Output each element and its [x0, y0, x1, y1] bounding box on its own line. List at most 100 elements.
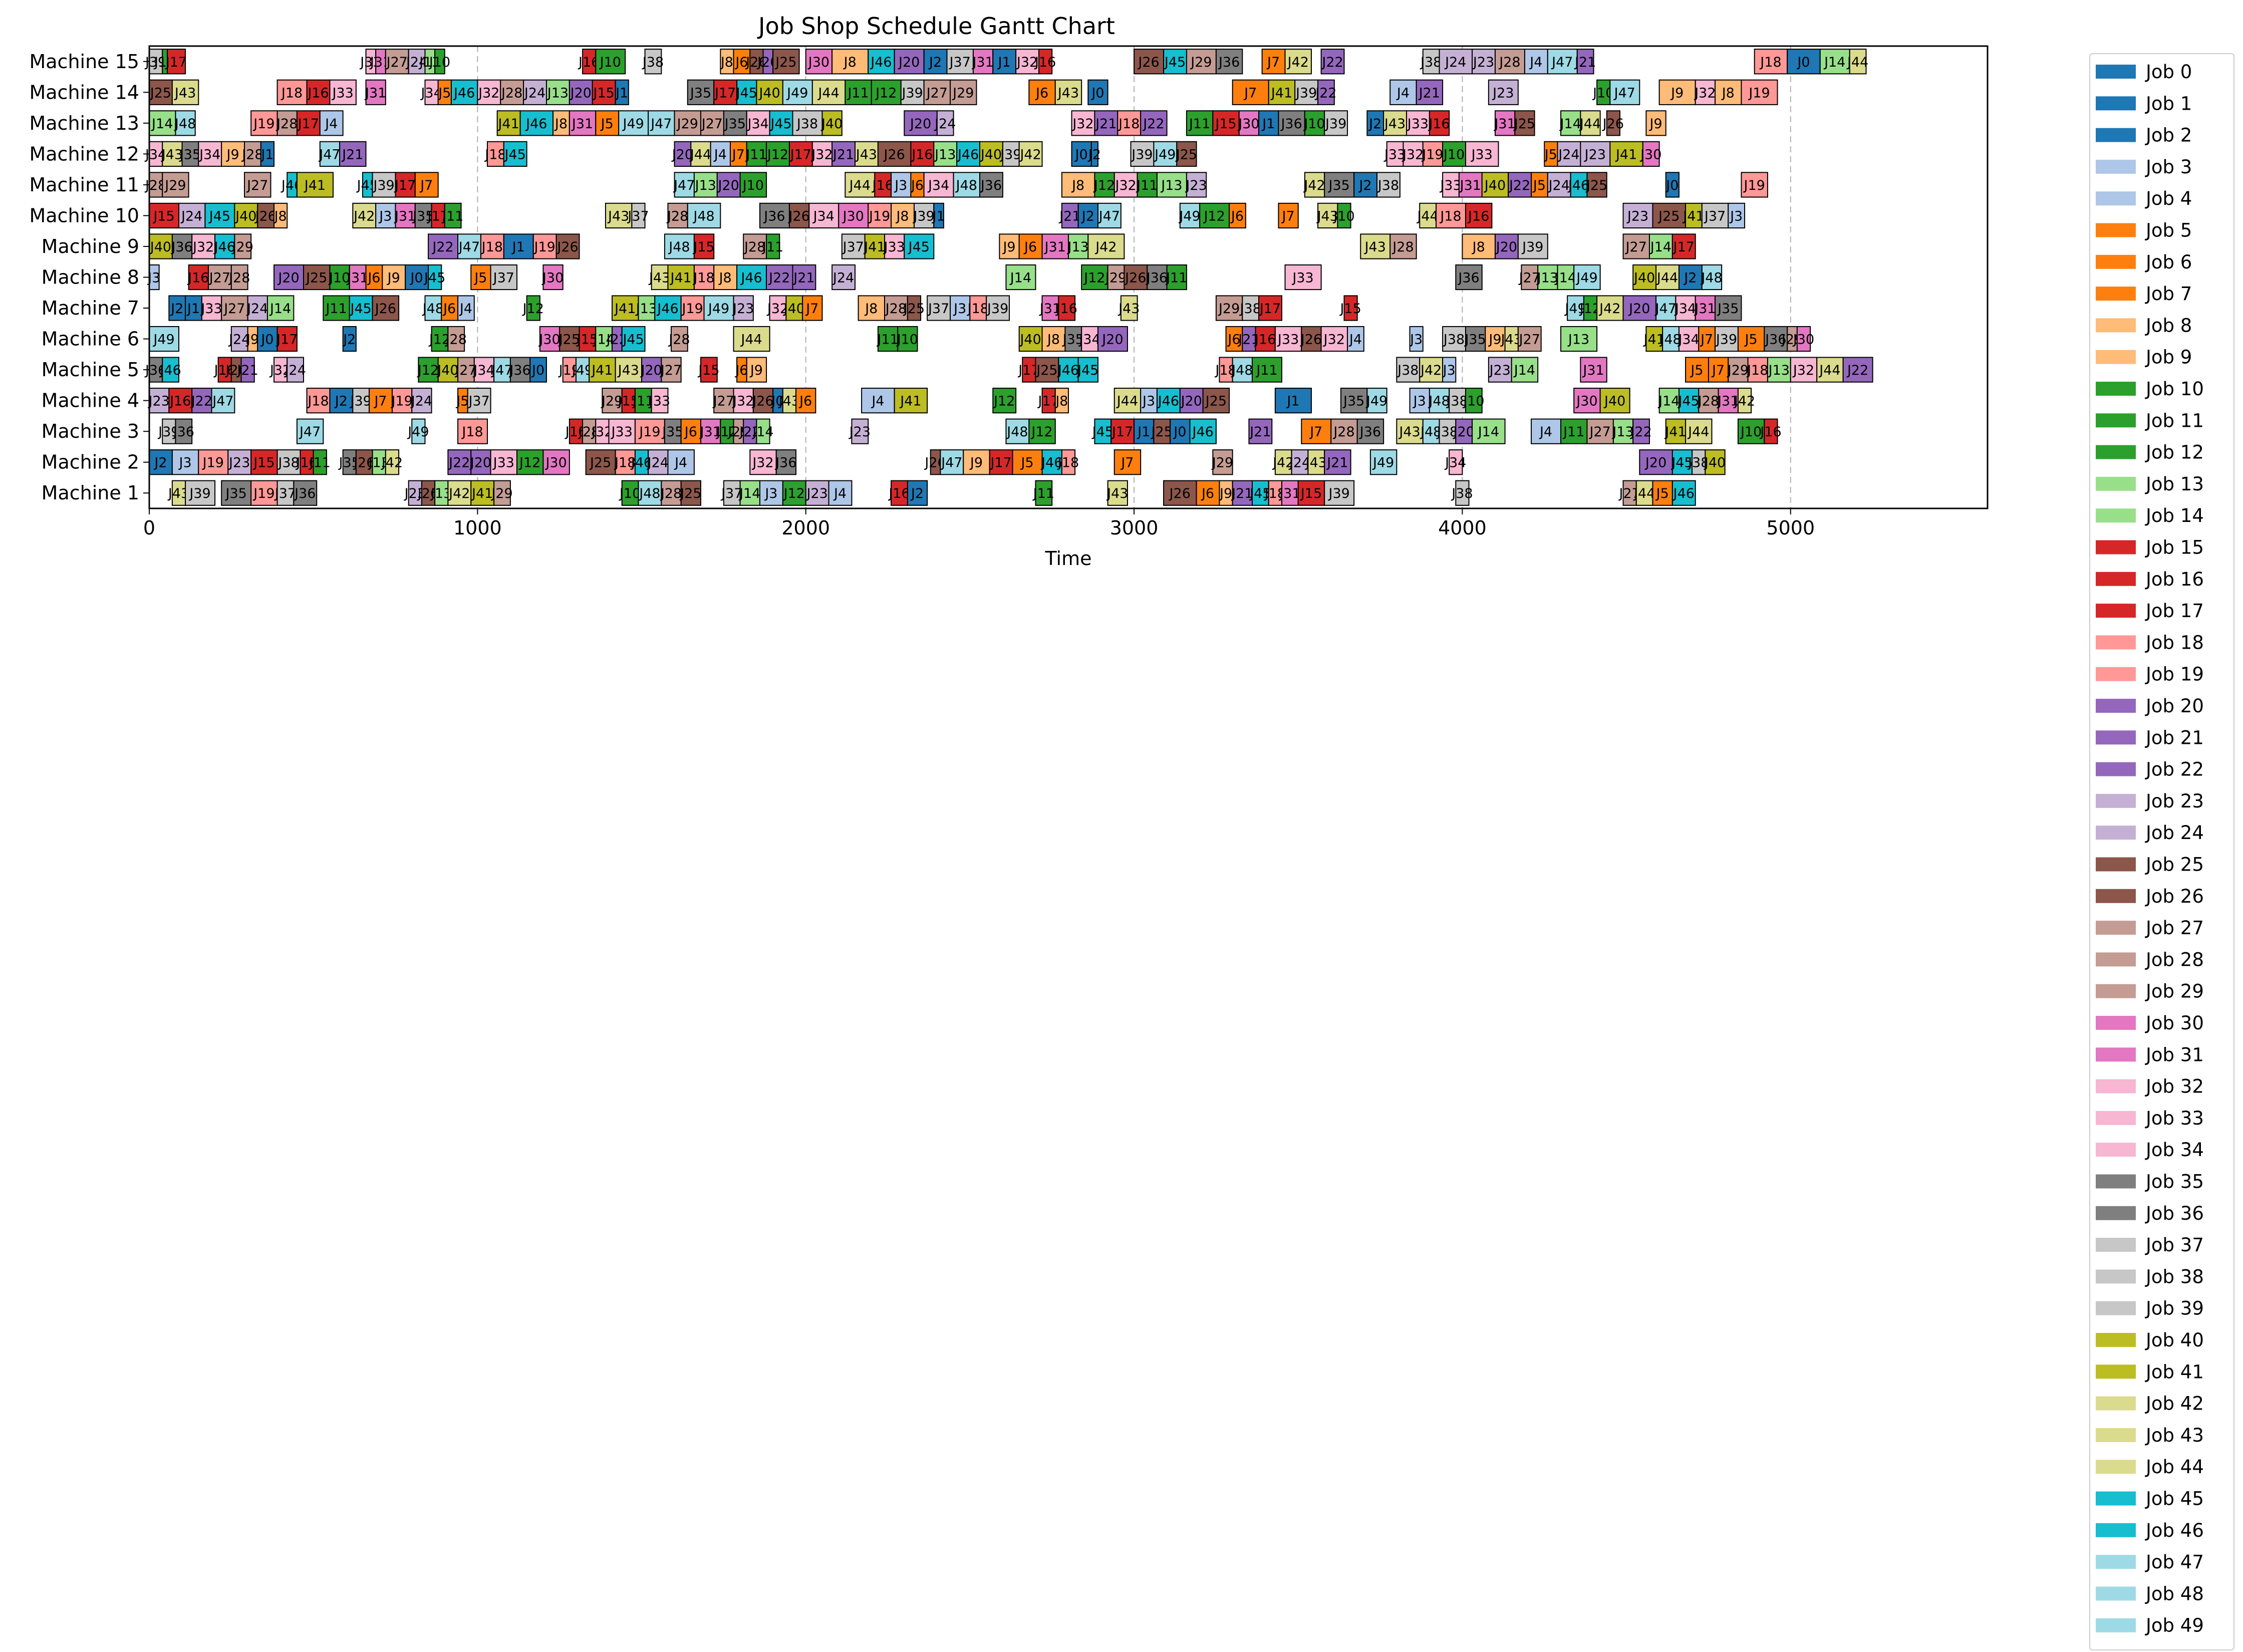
task-label: J26	[353, 455, 375, 471]
task-label: J31	[1278, 486, 1300, 501]
task-label: J40	[436, 363, 458, 378]
task-label: J45	[1677, 394, 1699, 409]
task-bar	[1645, 326, 1663, 352]
task-label: J28	[666, 208, 688, 224]
task-label: J48	[638, 486, 660, 501]
task-label: J24	[832, 270, 854, 286]
task-label: J0	[770, 394, 784, 409]
legend-label: Job 8	[2145, 315, 2192, 336]
task-bar	[868, 49, 895, 75]
task-bar	[296, 418, 324, 444]
legend-swatch	[2096, 287, 2136, 301]
task-bar	[569, 110, 597, 136]
task-label: J36	[980, 178, 1002, 193]
task-label: J0	[1074, 147, 1088, 162]
task-label: J28	[1391, 239, 1414, 255]
task-bar	[1609, 79, 1640, 105]
task-label: J11	[441, 208, 463, 224]
task-label: J25	[1513, 116, 1535, 132]
task-label: J23	[1185, 178, 1207, 193]
task-bar	[1324, 480, 1355, 506]
task-bar	[319, 141, 341, 167]
task-label: J7	[1711, 363, 1725, 378]
y-tick-label: Machine 5	[42, 359, 139, 381]
task-bar	[372, 172, 396, 198]
task-label: J15	[152, 208, 174, 224]
task-label: J11	[325, 301, 347, 317]
task-bar	[1248, 418, 1273, 444]
task-bar	[1284, 49, 1312, 75]
task-bar	[579, 326, 597, 352]
task-bar	[923, 79, 951, 105]
task-bar	[234, 233, 252, 259]
task-label: J22	[1142, 116, 1164, 132]
task-label: J29	[601, 394, 623, 409]
task-bar	[1170, 418, 1191, 444]
task-bar	[575, 357, 590, 383]
task-label: J14	[1477, 424, 1499, 440]
task-bar	[1715, 79, 1742, 105]
task-label: J44	[1579, 116, 1601, 132]
task-label: J27	[1625, 239, 1647, 255]
task-bar	[1816, 357, 1844, 383]
task-bar	[1396, 357, 1421, 383]
task-bar	[1376, 172, 1400, 198]
task-label: J46	[957, 147, 979, 162]
task-label: J42	[1019, 147, 1041, 162]
task-bar	[352, 388, 370, 414]
task-bar	[891, 172, 912, 198]
task-bar	[411, 388, 432, 414]
task-label: J17	[297, 116, 319, 132]
task-label: J33	[492, 455, 514, 471]
task-label: J23	[147, 394, 169, 409]
task-label: J3	[764, 486, 777, 501]
task-label: J36	[294, 486, 316, 501]
task-label: J20	[640, 363, 662, 378]
task-bar	[1728, 202, 1746, 229]
task-bar	[227, 449, 252, 475]
task-bar	[382, 264, 406, 291]
legend-label: Job 40	[2145, 1329, 2204, 1351]
legend-swatch	[2096, 730, 2136, 745]
task-label: J9	[1649, 116, 1662, 132]
task-label: J14	[1513, 363, 1535, 378]
task-bar	[1028, 79, 1056, 105]
task-bar	[897, 326, 918, 352]
task-bar	[323, 295, 350, 321]
task-label: J16	[888, 486, 910, 501]
task-bar	[437, 79, 452, 105]
task-bar	[244, 172, 271, 198]
task-label: J43	[1383, 116, 1406, 132]
task-bar	[431, 202, 445, 229]
task-bar	[631, 202, 646, 229]
task-label: J37	[627, 208, 649, 224]
task-label: J24	[523, 85, 545, 101]
task-bar	[477, 79, 501, 105]
task-label: J40	[1019, 332, 1041, 348]
task-label: J14	[1649, 239, 1671, 255]
task-label: J17	[1259, 301, 1281, 317]
task-bar	[369, 388, 393, 414]
task-bar	[828, 480, 853, 506]
task-bar	[1005, 264, 1036, 291]
task-label: J39	[350, 394, 372, 409]
task-bar	[1557, 141, 1581, 167]
task-label: J24	[180, 208, 202, 224]
task-label: J14	[1009, 270, 1031, 286]
task-label: J36	[1457, 270, 1479, 286]
task-bar	[1609, 141, 1643, 167]
task-bar	[1366, 388, 1387, 414]
task-label: J41	[899, 394, 921, 409]
task-bar	[1252, 357, 1282, 383]
task-label: J34	[747, 116, 769, 132]
legend-swatch	[2096, 128, 2136, 142]
legend-swatch	[2096, 318, 2136, 333]
legend-label: Job 23	[2145, 790, 2204, 812]
task-label: J21	[1574, 55, 1596, 70]
task-bar	[240, 357, 255, 383]
legend-swatch	[2096, 604, 2136, 618]
task-label: J46	[213, 239, 235, 255]
task-label: J46	[656, 301, 678, 317]
task-label: J1	[186, 301, 200, 317]
